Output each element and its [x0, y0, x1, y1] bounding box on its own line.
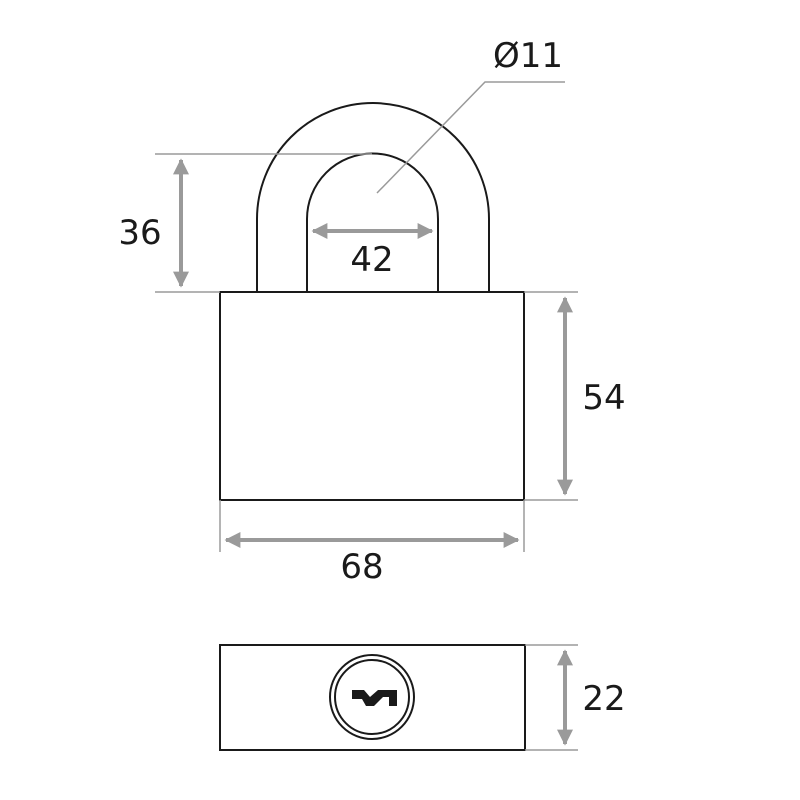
shackle-inner	[306, 152, 439, 292]
body-thickness-dimension: 22	[525, 644, 626, 751]
shackle-diameter-label: Ø11	[493, 36, 563, 76]
body-height-dimension: 54	[524, 291, 626, 501]
body-thickness-label: 22	[582, 679, 625, 719]
shackle-outer	[256, 102, 490, 292]
shackle-height-label: 36	[118, 213, 161, 253]
front-view	[219, 102, 525, 501]
body-width-label: 68	[340, 547, 383, 587]
keyhole-icon	[352, 690, 397, 706]
lock-body-bottom	[219, 644, 526, 751]
body-height-label: 54	[582, 378, 625, 418]
shackle-height-dimension: 36	[118, 153, 372, 293]
lock-body	[219, 291, 525, 501]
shackle-width-dimension: 42	[311, 223, 434, 280]
shackle-width-label: 42	[350, 240, 393, 280]
body-width-dimension: 68	[219, 500, 525, 587]
keyway-ring-inner	[334, 659, 410, 735]
bottom-view	[219, 644, 526, 751]
keyway-ring-outer	[329, 654, 415, 740]
leader-line	[376, 81, 565, 194]
shackle-diameter-dimension: Ø11	[376, 36, 565, 194]
